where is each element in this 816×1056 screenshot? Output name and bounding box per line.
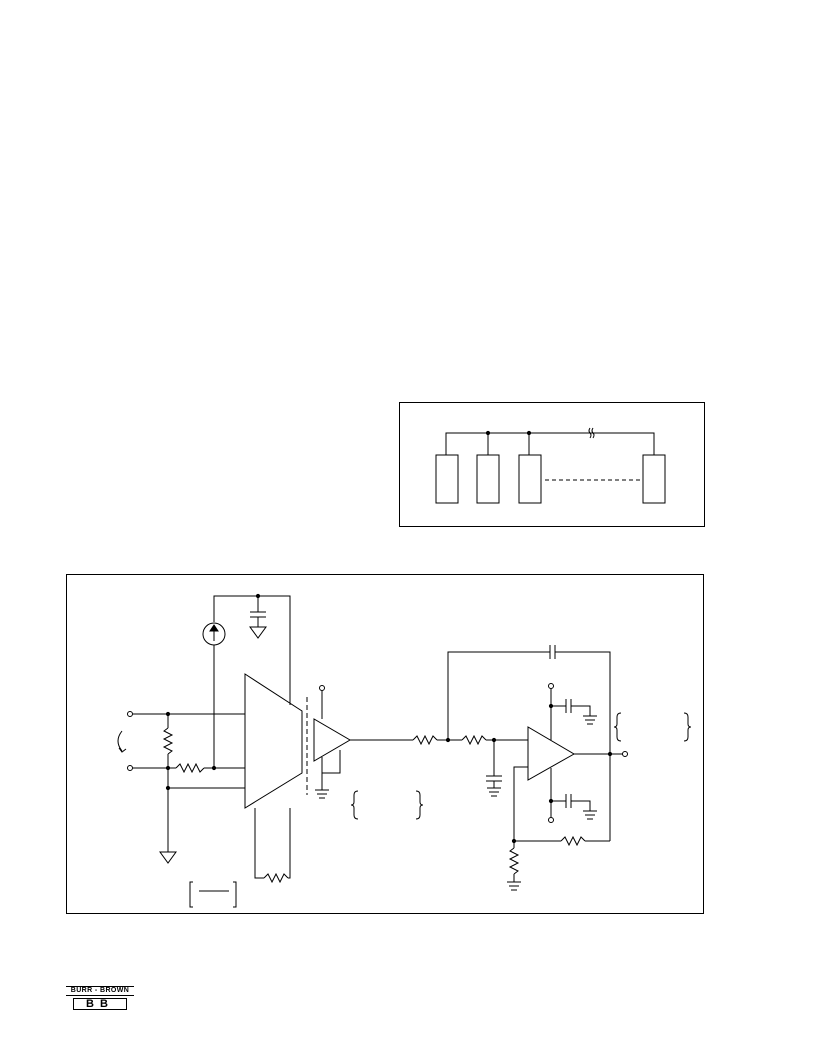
supply-section: [202, 593, 291, 771]
logo-text: BURR - BROWN: [66, 986, 134, 996]
feedback-resistor: [560, 835, 586, 847]
filter-opamp-triangle: [527, 726, 576, 781]
buffer-stage: [313, 685, 424, 820]
ground-resistor: [508, 847, 520, 875]
gain-formula-bracket: [189, 881, 237, 908]
output-terminal: [622, 751, 628, 757]
block-array: [435, 427, 666, 504]
supply-capacitor: [250, 611, 266, 618]
bus-node-2: [485, 430, 491, 436]
loop-arrow-icon: [117, 730, 123, 752]
input-terminal-bottom: [127, 765, 133, 771]
input-network: [117, 711, 245, 864]
opamp-supply-pos: [548, 683, 554, 689]
logo-mark: BB: [73, 998, 127, 1010]
shunt-resistor: [162, 727, 174, 755]
filter-stage: [412, 645, 692, 891]
buffer-triangle: [313, 718, 351, 762]
series-resistor: [175, 762, 205, 774]
circuit-figure-frame: [66, 574, 704, 914]
filter-resistor-2: [461, 734, 487, 746]
bus-node-3: [526, 430, 532, 436]
gain-resistor: [263, 872, 289, 884]
block-n: [642, 454, 666, 504]
common-bus: [445, 432, 655, 455]
line-break-mark: [588, 427, 595, 439]
logo-mark-text: BB: [86, 998, 114, 1010]
main-amplifier: [244, 673, 308, 884]
amplifier-triangle: [244, 673, 303, 809]
block-array-figure: [399, 402, 705, 527]
ground-symbol-supply: [249, 626, 267, 639]
brace-right-mid: [415, 790, 424, 820]
input-terminal-top: [127, 711, 133, 717]
brace-left-mid: [350, 790, 359, 820]
feedback-capacitor: [549, 645, 556, 659]
ground-symbol-buffer: [315, 789, 329, 799]
filter-capacitor-ground: [486, 775, 502, 797]
brace-right-output: [683, 712, 692, 742]
ground-symbol-filter: [507, 881, 521, 891]
opamp-supply-neg: [548, 817, 554, 823]
block-1: [435, 454, 459, 504]
ground-symbol-input: [159, 851, 177, 864]
block-3: [518, 454, 542, 504]
block-2: [476, 454, 500, 504]
brace-left-output: [613, 712, 622, 742]
filter-resistor-1: [412, 734, 438, 746]
company-logo: BURR - BROWN BB: [66, 986, 134, 1010]
buffer-supply-terminal: [319, 685, 325, 691]
